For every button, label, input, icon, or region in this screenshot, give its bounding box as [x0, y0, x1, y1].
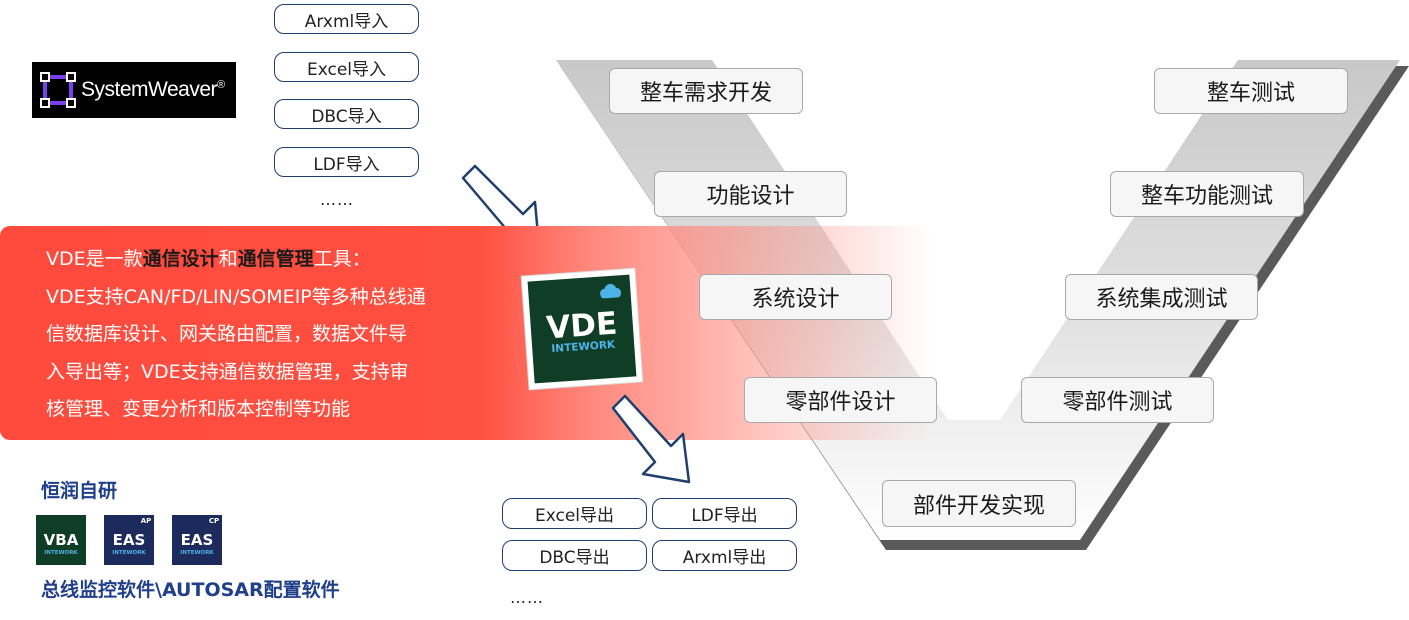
eas-ap-product-icon: AP EAS INTEWORK [104, 515, 154, 565]
svg-text:AP: AP [141, 517, 152, 525]
v-stage-vehicle-function-test: 整车功能测试 [1110, 171, 1304, 217]
eas-cp-product-icon: CP EAS INTEWORK [172, 515, 222, 565]
export-pill-dbc: DBC导出 [502, 540, 647, 571]
v-stage-component-implementation: 部件开发实现 [882, 480, 1076, 527]
svg-text:VDE: VDE [545, 306, 618, 347]
svg-text:INTEWORK: INTEWORK [180, 550, 214, 556]
v-stage-component-test: 零部件测试 [1021, 377, 1214, 423]
import-pill-ldf: LDF导入 [274, 147, 419, 177]
v-stage-system-integration-test: 系统集成测试 [1065, 274, 1258, 320]
export-pill-excel: Excel导出 [502, 498, 647, 529]
svg-text:INTEWORK: INTEWORK [551, 339, 616, 355]
import-pill-arxml: Arxml导入 [274, 4, 419, 34]
import-pill-excel: Excel导入 [274, 52, 419, 82]
export-more-ellipsis: …… [510, 588, 544, 607]
export-pill-ldf: LDF导出 [652, 498, 797, 529]
self-developed-heading: 恒润自研 [41, 480, 118, 502]
systemweaver-logo: SystemWeaver® [32, 62, 236, 118]
banner-line-3: 信数据库设计、网关路由配置，数据文件导 [46, 323, 408, 345]
import-pill-dbc: DBC导入 [274, 99, 419, 129]
export-pill-arxml: Arxml导出 [652, 540, 797, 571]
banner-line-4: 入导出等；VDE支持通信数据管理，支持审 [46, 360, 409, 383]
vba-product-icon: VBA INTEWORK [36, 515, 86, 565]
svg-text:EAS: EAS [181, 531, 214, 549]
v-stage-system-design: 系统设计 [699, 274, 892, 320]
vde-description-text: VDE是一款通信设计和通信管理工具： VDE支持CAN/FD/LIN/SOMEI… [46, 241, 476, 429]
systemweaver-logo-text: SystemWeaver® [81, 78, 225, 101]
svg-text:INTEWORK: INTEWORK [112, 550, 146, 556]
bus-monitoring-autosar-caption: 总线监控软件\AUTOSAR配置软件 [41, 579, 340, 601]
v-stage-vehicle-requirements: 整车需求开发 [609, 68, 803, 114]
v-stage-vehicle-test: 整车测试 [1154, 68, 1348, 114]
svg-text:CP: CP [209, 517, 219, 525]
v-stage-component-design: 零部件设计 [744, 377, 937, 423]
v-model-notch [712, 60, 1238, 420]
systemweaver-mark-icon [40, 72, 76, 108]
banner-line-2: VDE支持CAN/FD/LIN/SOMEIP等多种总线通 [46, 285, 426, 308]
v-stage-function-design: 功能设计 [654, 171, 847, 217]
import-more-ellipsis: …… [320, 190, 354, 209]
banner-line-5: 核管理、变更分析和版本控制等功能 [46, 398, 351, 420]
vde-product-icon: VDE INTEWORK [519, 266, 645, 392]
banner-line-1: VDE是一款通信设计和通信管理工具： [46, 248, 371, 270]
svg-text:VBA: VBA [44, 531, 79, 549]
cloud-icon [600, 283, 622, 299]
svg-text:EAS: EAS [113, 531, 146, 549]
export-arrow-icon [611, 394, 691, 484]
svg-text:INTEWORK: INTEWORK [44, 550, 78, 556]
